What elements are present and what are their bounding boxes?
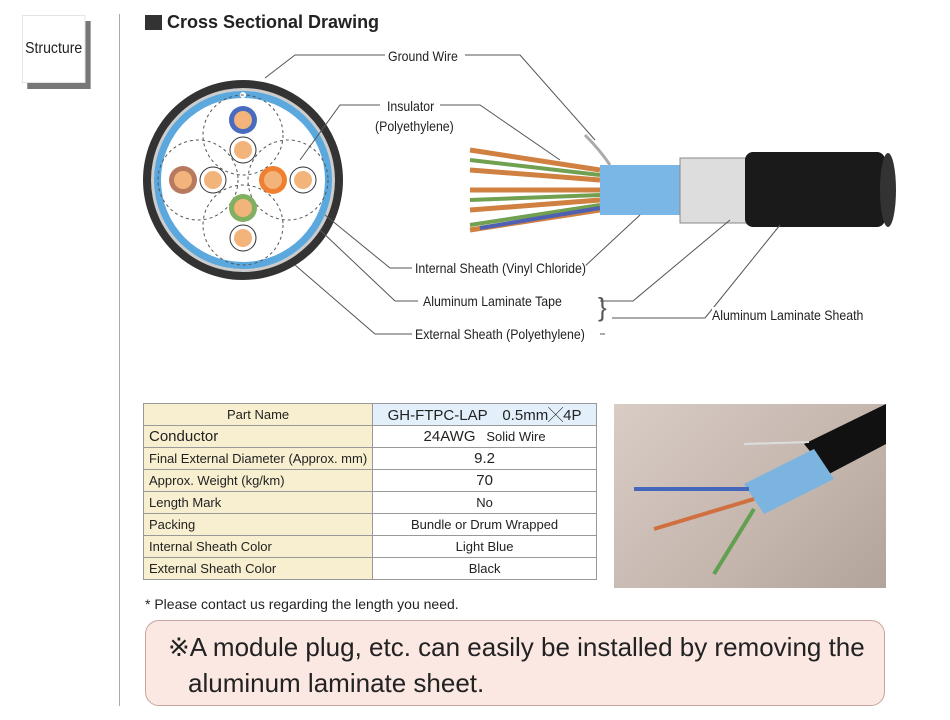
- divider: [119, 14, 120, 706]
- cell-value: GH-FTPC-LAP 0.5mm╳4P: [372, 403, 597, 426]
- label-insulator: Insulator: [387, 98, 435, 114]
- cell-value: Light Blue: [372, 535, 597, 558]
- table-row: Approx. Weight (kg/km)70: [142, 469, 597, 492]
- length-note: * Please contact us regarding the length…: [145, 596, 459, 612]
- cable-diagram: [143, 54, 896, 335]
- cable-side-view: [469, 133, 896, 233]
- cell-value: Bundle or Drum Wrapped: [372, 513, 597, 536]
- cell-label: Part Name: [142, 403, 374, 426]
- label-aluminum-laminate-sheath: Aluminum Laminate Sheath: [712, 307, 864, 323]
- cell-label: Final External Diameter (Approx. mm): [142, 447, 374, 470]
- cell-label: Length Mark: [142, 491, 374, 514]
- table-row: Final External Diameter (Approx. mm)9.2: [142, 447, 597, 470]
- cell-value: 9.2: [372, 447, 597, 470]
- cell-label: Conductor: [142, 425, 374, 448]
- section-title-text: Cross Sectional Drawing: [167, 12, 380, 32]
- label-insulator-material: (Polyethylene): [375, 118, 454, 134]
- callout-line-1: ※A module plug, etc. can easily be insta…: [168, 632, 865, 662]
- square-bullet-icon: [145, 15, 162, 30]
- cell-label: Approx. Weight (kg/km): [142, 469, 374, 492]
- cell-value: No: [372, 491, 597, 514]
- callout-box: ※A module plug, etc. can easily be insta…: [145, 620, 885, 706]
- leader-lines: [264, 54, 781, 335]
- label-ground-wire: Ground Wire: [388, 48, 458, 64]
- label-external-sheath: External Sheath (Polyethylene): [415, 326, 585, 342]
- cell-label: Packing: [142, 513, 374, 536]
- cross-section: [143, 80, 343, 280]
- label-internal-sheath: Internal Sheath (Vinyl Chloride): [415, 260, 586, 276]
- cell-extra: Solid Wire: [486, 429, 546, 444]
- cell-label: External Sheath Color: [142, 557, 374, 580]
- brace-icon: }: [598, 292, 607, 322]
- cable-photo: [614, 404, 886, 588]
- cell-value: 24AWG: [423, 428, 476, 445]
- section-title: Cross Sectional Drawing: [145, 12, 379, 33]
- cell-label: Internal Sheath Color: [142, 535, 374, 558]
- label-aluminum-laminate-tape: Aluminum Laminate Tape: [423, 293, 562, 309]
- cell-value: Black: [372, 557, 597, 580]
- callout-line-2: aluminum laminate sheet.: [188, 668, 485, 698]
- cell-value: 70: [372, 469, 597, 492]
- structure-section-label: Structure: [22, 15, 86, 83]
- table-row: Conductor 24AWG Solid Wire: [142, 425, 597, 448]
